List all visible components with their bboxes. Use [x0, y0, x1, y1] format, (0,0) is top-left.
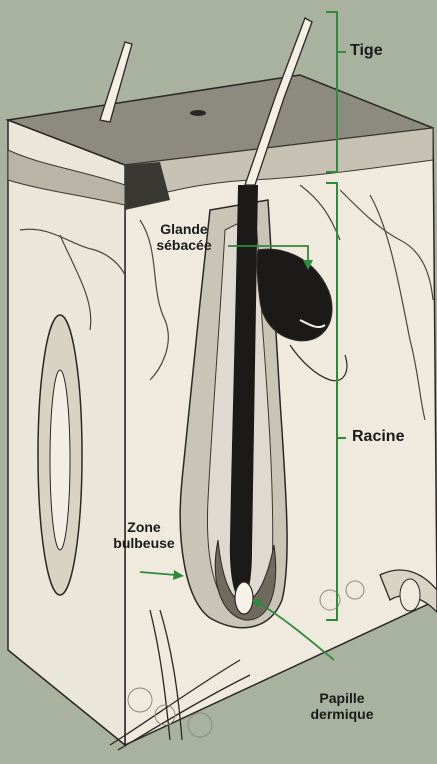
label-racine: Racine	[352, 429, 404, 445]
dermal-papilla	[235, 582, 253, 614]
label-zone-line2: bulbeuse	[104, 535, 184, 551]
label-papille-line2: dermique	[300, 706, 384, 722]
label-glande-sebacee: Glande sébacée	[142, 221, 226, 253]
label-glande-line2: sébacée	[142, 237, 226, 253]
label-papille-line1: Papille	[300, 690, 384, 706]
label-zone-line1: Zone	[104, 519, 184, 535]
skin-pore	[190, 110, 206, 116]
label-zone-bulbeuse: Zone bulbeuse	[104, 519, 184, 551]
label-racine-text: Racine	[352, 429, 404, 445]
label-papille-dermique: Papille dermique	[300, 690, 384, 722]
label-tige-text: Tige	[350, 43, 383, 59]
label-tige: Tige	[350, 43, 383, 59]
label-glande-line1: Glande	[142, 221, 226, 237]
